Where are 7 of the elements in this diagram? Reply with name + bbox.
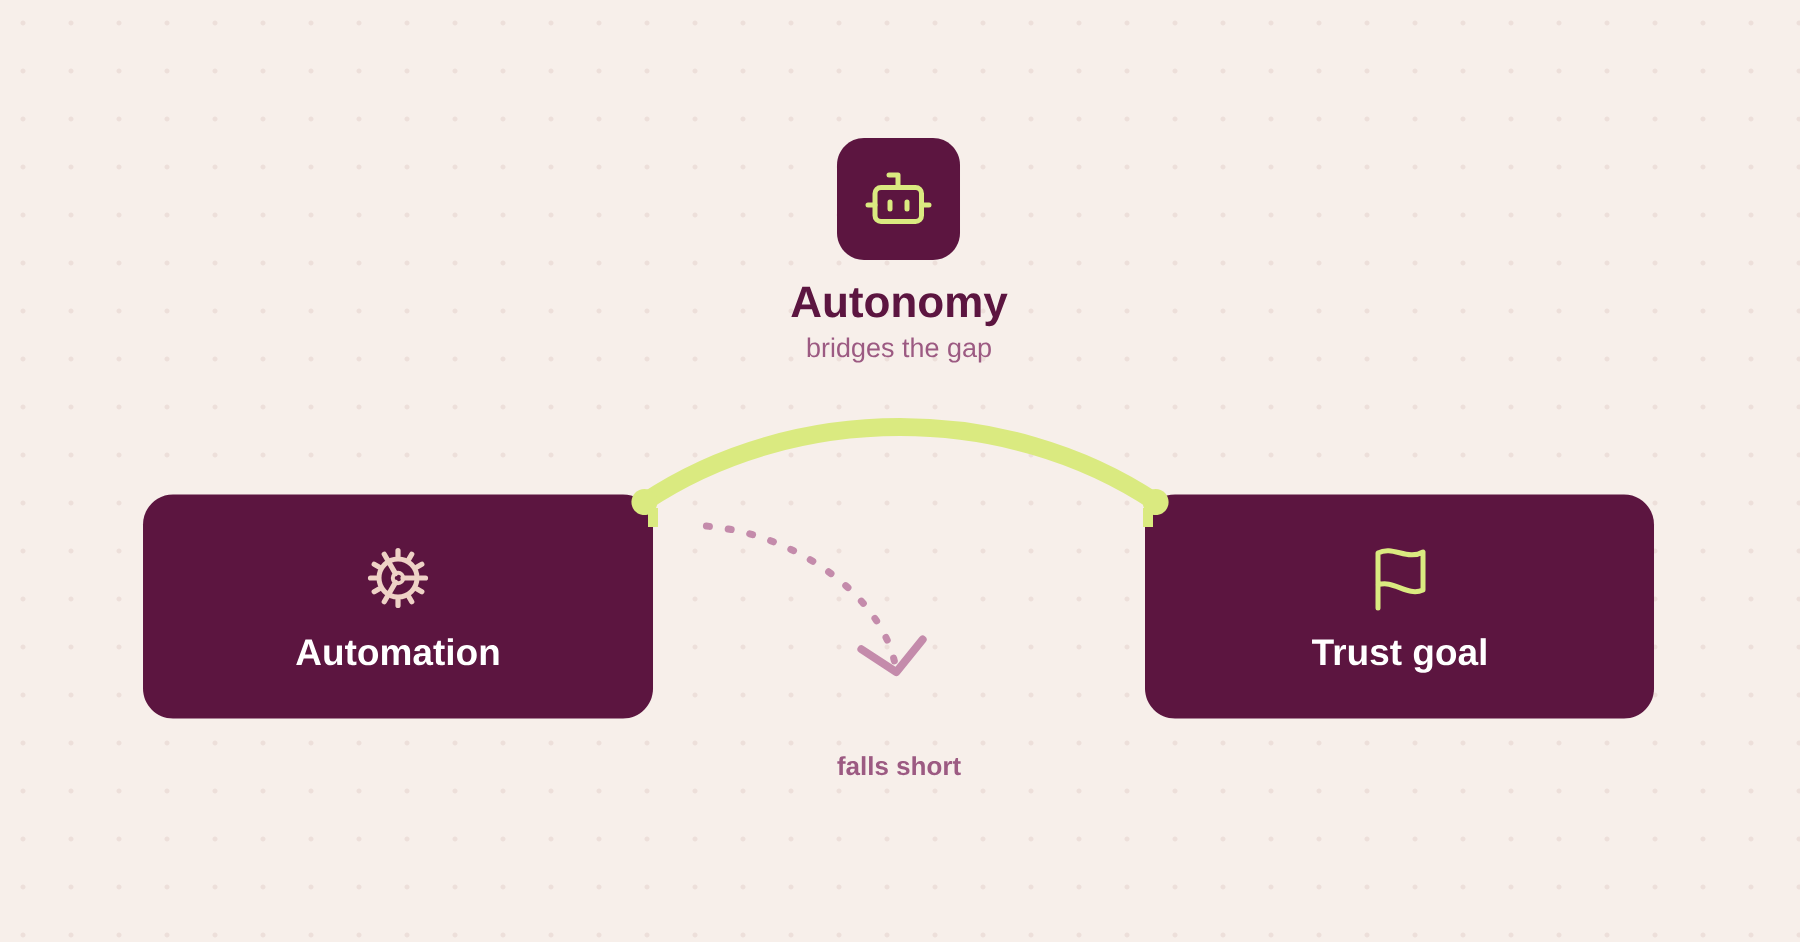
node-subtitle: bridges the gap	[807, 337, 991, 363]
rounded-box: Trust goal	[1145, 494, 1654, 719]
node-title: Autonomy	[791, 286, 1008, 327]
bridge-arc	[631, 418, 1169, 516]
rounded-box: Automation	[143, 494, 653, 719]
dashed-arrow	[702, 522, 927, 677]
edge-label: falls short	[837, 756, 961, 776]
